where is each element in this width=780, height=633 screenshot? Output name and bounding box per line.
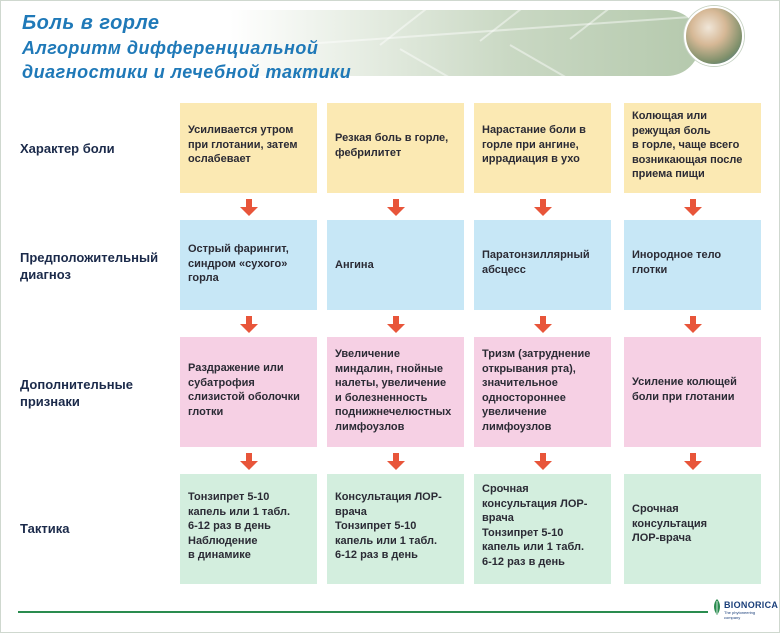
cell-diagnosis-1: Острый фарингит, синдром «сухого» горла — [180, 220, 317, 310]
down-arrow-icon — [240, 199, 258, 216]
cell-pain-2: Резкая боль в горле, фебрилитет — [327, 103, 464, 193]
down-arrow-icon — [387, 453, 405, 470]
down-arrow-icon — [684, 199, 702, 216]
cell-pain-3: Нарастание боли в горле при ангине, ирра… — [474, 103, 611, 193]
cell-tactics-1: Тонзипрет 5-10 капель или 1 табл. 6-12 р… — [180, 474, 317, 584]
row-label-pain: Характер боли — [20, 141, 115, 156]
cell-diagnosis-4: Инородное тело глотки — [624, 220, 761, 310]
cell-tactics-2: Консультация ЛОР- врача Тонзипрет 5-10 к… — [327, 474, 464, 584]
down-arrow-icon — [684, 453, 702, 470]
cell-signs-3: Тризм (затруднение открывания рта), знач… — [474, 337, 611, 447]
title-line-2: Алгоритм дифференциальной — [22, 38, 319, 58]
bionorica-logo: BIONORICA The phytoneering company — [710, 594, 778, 624]
cell-tactics-4: Срочная консультация ЛОР-врача — [624, 474, 761, 584]
title-line-1: Боль в горле — [22, 12, 160, 34]
cell-signs-1: Раздражение или субатрофия слизистой обо… — [180, 337, 317, 447]
cell-pain-4: Колющая или режущая боль в горле, чаще в… — [624, 103, 761, 193]
down-arrow-icon — [534, 316, 552, 333]
footer-divider — [18, 611, 708, 613]
cell-tactics-3: Срочная консультация ЛОР- врача Тонзипре… — [474, 474, 611, 584]
cell-diagnosis-2: Ангина — [327, 220, 464, 310]
leaf-logo-icon — [714, 599, 720, 615]
row-label-diagnosis: Предположительный диагноз — [20, 250, 159, 282]
title-line-3: диагностики и лечебной тактики — [22, 62, 352, 82]
cell-pain-1: Усиливается утром при глотании, затем ос… — [180, 103, 317, 193]
cell-diagnosis-3: Паратонзиллярный абсцесс — [474, 220, 611, 310]
cell-signs-4: Усиление колющей боли при глотании — [624, 337, 761, 447]
down-arrow-icon — [534, 453, 552, 470]
down-arrow-icon — [387, 199, 405, 216]
header-leaf-banner — [230, 10, 700, 76]
row-label-signs: Дополнительные признаки — [20, 377, 133, 409]
down-arrow-icon — [240, 316, 258, 333]
header-photo — [684, 6, 744, 66]
down-arrow-icon — [534, 199, 552, 216]
row-label-tactics: Тактика — [20, 521, 70, 536]
down-arrow-icon — [387, 316, 405, 333]
logo-text: BIONORICA — [724, 600, 779, 610]
down-arrow-icon — [684, 316, 702, 333]
logo-subtitle: The phytoneering company — [724, 610, 756, 620]
cell-signs-2: Увеличение миндалин, гнойные налеты, уве… — [327, 337, 464, 447]
down-arrow-icon — [240, 453, 258, 470]
